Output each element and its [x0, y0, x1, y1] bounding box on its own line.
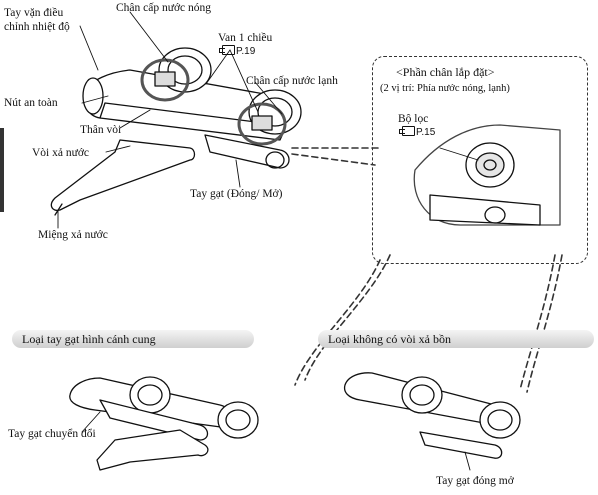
filter-label: Bộ lọc — [398, 113, 429, 125]
check-valve-ref: P.19 — [219, 45, 256, 57]
temp-knob-label: Tay vặn điều chỉnh nhiệt độ — [4, 7, 70, 33]
inset-subtitle: (2 vị trí: Phía nước nóng, lạnh) — [380, 83, 510, 94]
left-variant-illustration — [69, 376, 259, 471]
spout-label: Vòi xả nước — [32, 147, 90, 159]
main-faucet-illustration — [50, 47, 302, 216]
safety-button-label: Nút an toàn — [4, 97, 58, 109]
page-edge-mark — [0, 128, 4, 212]
filter-ref: P.15 — [399, 126, 436, 138]
left-lever-label: Tay gạt chuyển đổi — [8, 428, 96, 440]
body-label: Thân vòi — [80, 124, 122, 136]
check-valve-ref-text: P.19 — [236, 46, 256, 57]
hot-inlet-label: Chân cấp nước nóng — [116, 2, 212, 14]
leader-lines — [57, 11, 283, 229]
right-variant-illustration — [343, 372, 521, 471]
filter-ref-text: P.15 — [416, 127, 436, 138]
cold-inlet-label: Chân cấp nước lạnh — [246, 75, 338, 87]
left-variant-banner: Loại tay gạt hình cánh cung — [12, 330, 254, 348]
pointer-icon — [219, 45, 235, 55]
right-variant-banner: Loại không có vòi xả bồn — [318, 330, 594, 348]
right-lever-label: Tay gạt đóng mở — [436, 475, 514, 487]
check-valve-label: Van 1 chiều — [218, 32, 273, 44]
lever-label: Tay gạt (Đóng/ Mở) — [190, 188, 283, 200]
pointer-icon — [399, 126, 415, 136]
outlet-label: Miệng xả nước — [38, 229, 108, 241]
inset-title: <Phần chân lắp đặt> — [396, 65, 495, 79]
inset-illustration — [413, 124, 561, 226]
dashed-connectors — [291, 147, 563, 393]
